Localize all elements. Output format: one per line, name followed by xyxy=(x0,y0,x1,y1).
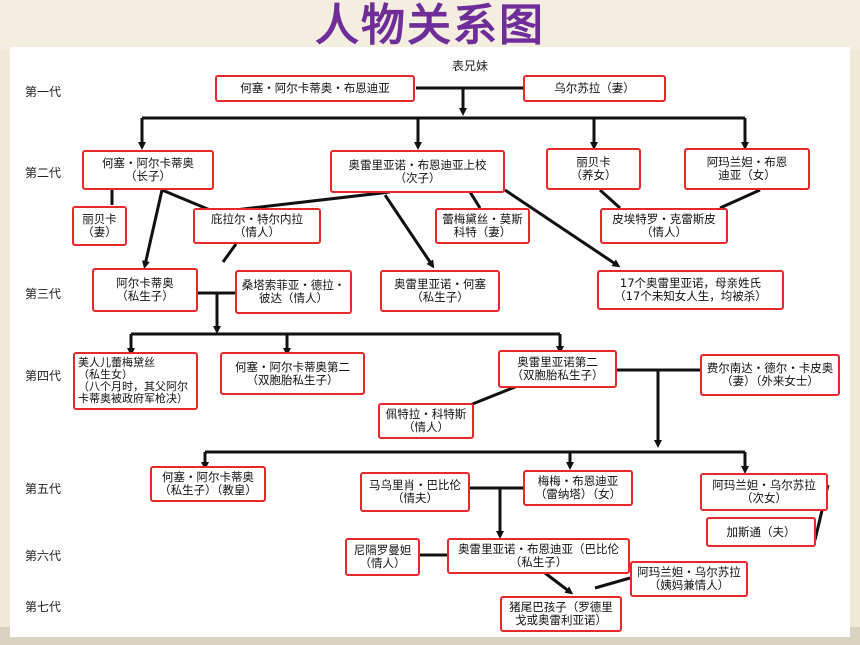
node-g4-jose-arcadio-segundo: 何塞・阿尔卡蒂奥第二 （双胞胎私生子） xyxy=(220,352,365,395)
node-g2-amaranta: 阿玛兰妲・布恩 迪亚（女） xyxy=(684,148,810,190)
node-g2-rebeca-wife: 丽贝卡 （妻） xyxy=(72,206,127,246)
node-g4-fernanda-del-carpio: 费尔南达・德尔・卡皮奥 （妻）（外来女士） xyxy=(700,354,840,396)
node-g4-aureliano-segundo: 奥雷里亚诺第二 （双胞胎私生子） xyxy=(498,350,617,388)
node-g2-rebeca-adopted: 丽贝卡 （养女） xyxy=(546,148,641,190)
generation-2-label: 第二代 xyxy=(25,166,62,180)
node-g4-remedios-the-beauty: 美人儿蕾梅黛丝 （私生女） （八个月时，其父阿尔 卡蒂奥被政府军枪决） xyxy=(73,352,198,410)
node-g7-pig-tail-child: 猪尾巴孩子（罗德里 戈或奥雷利亚诺） xyxy=(500,596,622,632)
node-g6-nigromanta: 尼隔罗曼妲 （情人） xyxy=(345,538,420,576)
node-g6-amaranta-ursula-aunt: 阿玛兰妲・乌尔苏拉 （姨妈兼情人） xyxy=(630,561,748,597)
generation-5-label: 第五代 xyxy=(25,482,62,496)
node-g2-pietro-crespi: 皮埃特罗・克雷斯皮 （情人） xyxy=(600,208,728,244)
node-g5-meme: 梅梅・布恩迪亚 （雷纳塔）（女） xyxy=(523,470,633,506)
node-g5-gaston: 加斯通（夫） xyxy=(706,517,816,547)
generation-3-label: 第三代 xyxy=(25,287,62,301)
node-g4-petra-cotes: 佩特拉・科特斯 （情人） xyxy=(378,403,474,439)
cousins-label: 表兄妹 xyxy=(451,59,488,73)
node-g5-amaranta-ursula: 阿玛兰妲・乌尔苏拉 （次女） xyxy=(700,473,828,511)
node-g3-santa-sofia: 桑塔索菲亚・德拉・ 彼达（情人） xyxy=(235,270,352,314)
node-g3-aureliano-jose: 奥雷里亚诺・何塞 （私生子） xyxy=(380,270,500,312)
node-g2-colonel-aureliano: 奥雷里亚诺・布恩迪亚上校 （次子） xyxy=(330,150,505,193)
node-g1-ursula: 乌尔苏拉（妻） xyxy=(523,75,666,102)
generation-7-label: 第七代 xyxy=(25,600,62,614)
node-g2-pilar-ternera: 庇拉尔・特尔内拉 （情人） xyxy=(193,208,321,244)
node-g3-seventeen-aurelianos: 17个奥雷里亚诺，母亲姓氏 （17个未知女人生，均被杀） xyxy=(597,270,784,310)
node-g5-mauricio-babilonia: 马乌里肖・巴比伦 （情夫） xyxy=(360,472,470,512)
generation-4-label: 第四代 xyxy=(25,369,62,383)
node-g5-jose-arcadio-pope: 何塞・阿尔卡蒂奥 （私生子）（教皇） xyxy=(150,466,266,502)
node-g2-remedios-moscote: 蕾梅黛丝・莫斯 科特（妻） xyxy=(435,208,530,244)
node-g3-arcadio: 阿尔卡蒂奥 （私生子） xyxy=(92,268,198,312)
page-title: 人物关系图 xyxy=(315,0,545,51)
generation-1-label: 第一代 xyxy=(25,85,62,99)
top-band xyxy=(0,0,860,50)
node-g2-jose-arcadio: 何塞・阿尔卡蒂奥 （长子） xyxy=(82,150,214,190)
generation-6-label: 第六代 xyxy=(25,549,62,563)
node-g6-aureliano-babilonia: 奥雷里亚诺・布恩迪亚（巴比伦 （私生子） xyxy=(447,538,630,574)
node-g1-jose-arcadio-buendia: 何塞・阿尔卡蒂奥・布恩迪亚 xyxy=(215,75,415,102)
